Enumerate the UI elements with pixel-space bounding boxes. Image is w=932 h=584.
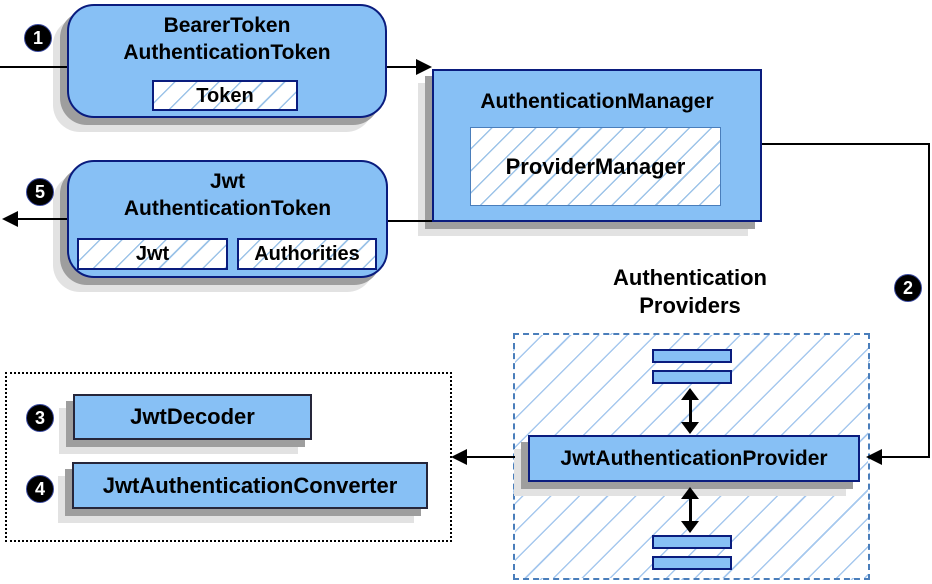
node-bearer-token-authentication-token: BearerToken AuthenticationToken Token bbox=[67, 4, 387, 118]
step-badge-3: 3 bbox=[26, 404, 54, 432]
bearer-token-title-line2: AuthenticationToken bbox=[123, 41, 331, 64]
manager-to-provider-line-top bbox=[762, 143, 930, 145]
provider-to-components-arrowhead-icon bbox=[451, 449, 467, 465]
step-badge-4: 4 bbox=[26, 475, 54, 503]
bearer-to-manager-line bbox=[387, 66, 418, 68]
step-badge-5: 5 bbox=[26, 178, 54, 206]
jwt-token-title-line1: Jwt bbox=[209, 170, 245, 193]
jwt-token-out-line bbox=[14, 218, 67, 220]
provider-placeholder-bar-top-2 bbox=[652, 370, 732, 384]
step-badge-2: 2 bbox=[894, 274, 922, 302]
authentication-providers-label-line1: Authentication bbox=[613, 265, 767, 290]
provider-placeholder-bar-top-1 bbox=[652, 349, 732, 363]
bearer-token-title-line1: BearerToken bbox=[163, 14, 291, 37]
node-jwt-authentication-converter: JwtAuthenticationConverter bbox=[72, 462, 428, 509]
manager-to-jwt-token-line bbox=[388, 220, 432, 222]
provider-placeholder-bar-bottom-1 bbox=[652, 535, 732, 549]
node-jwt-authentication-provider: JwtAuthenticationProvider bbox=[528, 435, 860, 482]
manager-to-provider-arrowhead-icon bbox=[866, 449, 882, 465]
node-jwt-decoder: JwtDecoder bbox=[73, 394, 312, 440]
authentication-manager-title: AuthenticationManager bbox=[480, 90, 714, 113]
token-chip: Token bbox=[152, 80, 298, 111]
incoming-request-line bbox=[0, 66, 67, 68]
authentication-providers-label-line2: Providers bbox=[639, 293, 741, 318]
manager-to-provider-line-vertical bbox=[928, 143, 930, 458]
jwt-chip: Jwt bbox=[77, 238, 228, 270]
step-badge-1: 1 bbox=[24, 24, 52, 52]
authorities-chip: Authorities bbox=[237, 238, 377, 270]
provider-manager-box: ProviderManager bbox=[470, 127, 721, 206]
provider-placeholder-bar-bottom-2 bbox=[652, 556, 732, 570]
provider-to-components-line bbox=[463, 456, 515, 458]
double-arrow-bottom-icon bbox=[681, 487, 699, 533]
node-jwt-authentication-token: Jwt AuthenticationToken Jwt Authorities bbox=[67, 160, 388, 278]
node-authentication-manager: AuthenticationManager ProviderManager bbox=[432, 69, 762, 222]
jwt-token-out-arrowhead-icon bbox=[2, 211, 18, 227]
jwt-token-title-line2: AuthenticationToken bbox=[123, 197, 332, 220]
manager-to-provider-line-bottom bbox=[880, 456, 930, 458]
bearer-to-manager-arrowhead-icon bbox=[416, 59, 432, 75]
double-arrow-top-icon bbox=[681, 388, 699, 434]
authentication-providers-label: Authentication Providers bbox=[575, 264, 805, 320]
